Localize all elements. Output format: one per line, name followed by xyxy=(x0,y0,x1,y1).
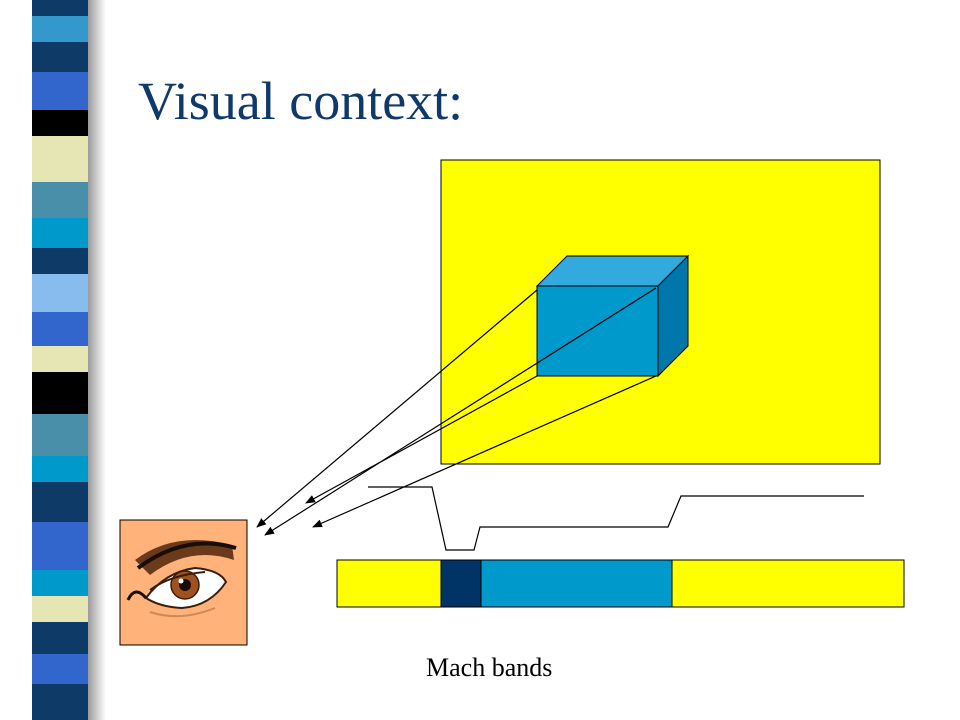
diagram-caption: Mach bands xyxy=(426,653,553,682)
bands-outline xyxy=(336,559,905,608)
projection-line xyxy=(305,375,538,504)
band-blue xyxy=(481,560,672,607)
eye-icon xyxy=(119,519,248,646)
cube-front-face xyxy=(536,285,659,377)
strip-shadow xyxy=(88,0,106,720)
projection-line xyxy=(264,287,657,536)
blue-cube xyxy=(535,254,690,378)
band-dark-blue xyxy=(441,560,481,607)
decorative-side-strip xyxy=(32,0,88,720)
slide-title: Visual context: xyxy=(138,71,464,131)
projection-line xyxy=(312,375,657,528)
projection-line xyxy=(256,289,538,528)
luminance-profile-line xyxy=(368,486,864,551)
band-yellow-left xyxy=(337,560,441,607)
mach-bands-strip xyxy=(336,559,905,608)
projection-lines xyxy=(256,287,657,536)
band-yellow-right xyxy=(672,560,904,607)
